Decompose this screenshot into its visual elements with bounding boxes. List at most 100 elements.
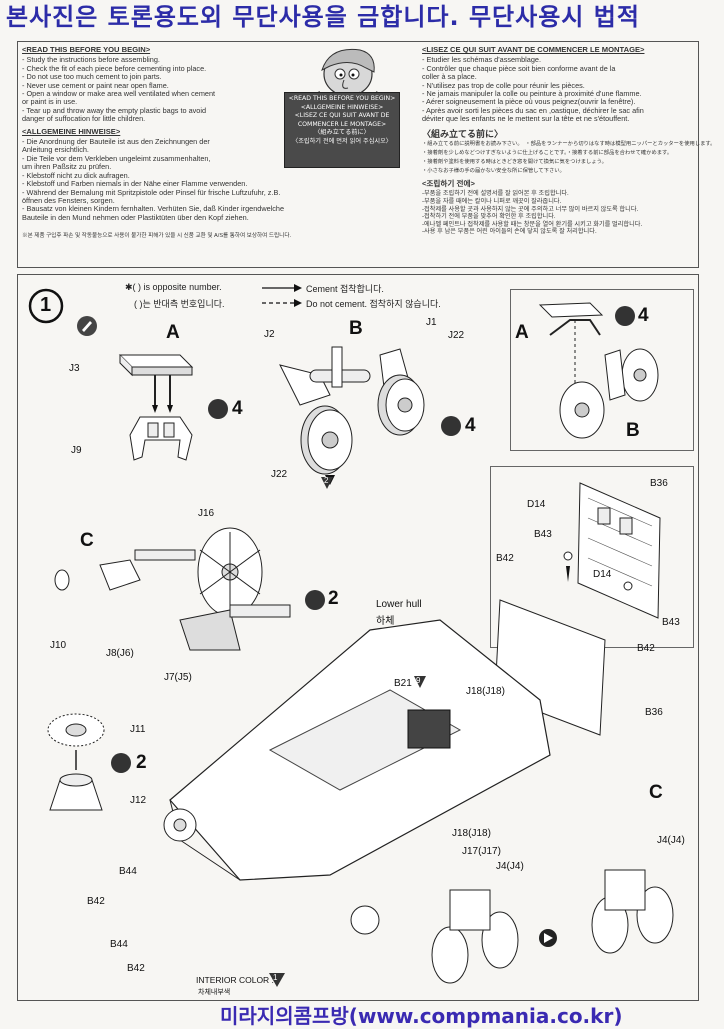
group-label-b-inset: B <box>626 420 640 441</box>
legend-opposite-number-ko: ( )는 반대측 번호입니다. <box>134 299 225 309</box>
step-number: 1 <box>40 294 52 316</box>
signbox-line: <READ THIS BEFORE YOU BEGIN> <box>288 95 396 102</box>
part-label-j11: J11 <box>130 724 146 735</box>
quantity-b: 4 <box>465 415 476 436</box>
part-label-b42-lower: B42 <box>127 963 145 974</box>
cement-icon <box>77 316 97 336</box>
part-label-j3: J3 <box>69 363 80 374</box>
l1-line: - Do not use too much cement to join par… <box>22 72 162 82</box>
signbox-line: <LISEZ CE QUI SUIT AVANT DE <box>294 112 390 120</box>
part-label-b42-right: B42 <box>637 643 655 654</box>
group-label-b: B <box>349 318 363 339</box>
part-label-j2: J2 <box>264 329 275 340</box>
interior-color-label-ko: 차체내부색 <box>198 989 231 996</box>
interior-color-label: INTERIOR COLOR : <box>196 975 274 985</box>
group-label-a: A <box>166 322 180 343</box>
quantity-a: 4 <box>232 398 243 419</box>
instructions-left-column: <READ THIS BEFORE YOU BEGIN> - Study the… <box>22 44 292 241</box>
part-a-drawing <box>118 354 194 461</box>
l2-line: um ihren Paßsitz zu prüfen. <box>22 162 112 172</box>
footer-watermark: 미라지의콤프방(www.compmania.co.kr) <box>220 1004 623 1028</box>
lower-hull-drawing <box>163 599 606 935</box>
part-label-j16: J16 <box>198 508 215 519</box>
quantity-d: 4 <box>638 305 649 326</box>
cartoon-sign-board: <READ THIS BEFORE YOU BEGIN><ALLGEMEINE … <box>284 92 400 168</box>
lower-hull-label-ko: 하체 <box>376 616 395 627</box>
part-label-j18-lower: J18(J18) <box>452 828 491 839</box>
instructions-box <box>17 41 699 268</box>
lower-hull-label: Lower hull <box>376 599 422 610</box>
r2-line: ・組み立てる前に説明書をお読み下さい。 ・部品をランナーから切りはなす時は模型用… <box>422 141 716 148</box>
part-label-d14-right: D14 <box>593 569 612 580</box>
r2-line: ・接着剤や塗料を使用する時はときどき窓を開けて換気に気をつけましょう。 <box>422 159 607 166</box>
color-marker-2: 2 <box>324 476 329 485</box>
r3-line: -부품을 자를 때에는 칼이나 니퍼로 깨끗이 잘라줍니다. <box>422 198 562 206</box>
part-label-j8: J8(J6) <box>106 648 134 659</box>
signbox-line: <ALLGEMEINE HINWEISE> <box>300 103 384 111</box>
header-lisez: <LISEZ CE QUI SUIT AVANT DE COMMENCER LE… <box>422 45 645 54</box>
l2-line: - Während der Bemalung mit Spritzpistole… <box>22 187 281 197</box>
rear-panel-drawing <box>563 482 661 619</box>
header-allgemeine: <ALLGEMEINE HINWEISE> <box>22 126 121 136</box>
part-label-b42-left: B42 <box>496 553 514 564</box>
part-label-d14-left: D14 <box>527 499 546 510</box>
part-label-b36: B36 <box>645 707 663 718</box>
color-marker-1: 1 <box>273 973 278 982</box>
quantity-icon <box>111 753 131 773</box>
l1-line: - Study the instructions before assembli… <box>22 55 160 65</box>
part-c-drawing <box>54 527 291 651</box>
part-label-b44-upper: B44 <box>119 866 137 877</box>
group-label-c-hull: C <box>649 782 663 803</box>
r2-line: ・小さなお子様の手の届かない安全な所に保管して下さい。 <box>422 168 565 175</box>
part-label-j9: J9 <box>71 445 82 456</box>
r3-line: -에나멜 페인트나 접착제를 사용할 때는 창문을 열어 환기를 시키고 화기를… <box>422 220 643 228</box>
legend-arrows <box>262 284 302 307</box>
part-label-b44-lower: B44 <box>110 939 128 950</box>
part-label-j1: J1 <box>426 317 437 328</box>
r1-line: - Après avoir sorti les pièces du sac en… <box>422 105 644 115</box>
part-label-j10: J10 <box>50 640 67 651</box>
l1-line: danger of suffocation for little childre… <box>22 114 146 124</box>
header-read-before: <READ THIS BEFORE YOU BEGIN> <box>22 45 151 54</box>
r2-line: ・接着剤を少しめなどつけすぎないように仕上げることです。・接着する前に部品を合わ… <box>422 150 673 157</box>
l2-line: - Klebstoff und Farben niemals in der Nä… <box>22 179 248 189</box>
quantity-icon <box>305 590 325 610</box>
part-label-b43-right: B43 <box>662 617 680 628</box>
group-label-a-inset: A <box>515 322 529 343</box>
color-marker-9: 9 <box>416 676 421 685</box>
l2-line: - Klebstoff nicht zu dick aufragen. <box>22 170 130 180</box>
part-label-j4-right: J4(J4) <box>657 835 685 846</box>
part-label-b21: B21 <box>394 678 412 689</box>
part-label-j4-left: J4(J4) <box>496 861 524 872</box>
step-number-circle <box>28 288 64 324</box>
l1-line: - Check the fit of each piece before cem… <box>22 63 207 73</box>
bogie-wheels-drawing <box>431 869 674 984</box>
part-label-j22-upper: J22 <box>448 330 465 341</box>
r3-line: -접착제를 사용할 곳과 사용하지 않는 곳에 주의하고 너무 많이 바르지 않… <box>422 205 639 213</box>
r3-line: -부품을 조립하기 전에 설명서를 잘 읽어본 후 조립합니다. <box>422 190 569 198</box>
sprocket-drawing <box>47 713 105 811</box>
group-label-c: C <box>80 530 94 551</box>
signbox-line: COMMENCER LE MONTAGE> <box>297 120 387 128</box>
direction-arrow-icon <box>539 929 557 947</box>
part-label-j18-upper: J18(J18) <box>466 686 505 697</box>
l1-line: - Open a window or make area well ventil… <box>22 89 216 99</box>
color-marker-icon <box>269 973 285 987</box>
color-marker-icon <box>321 477 333 489</box>
r1-line: - Aérer soigneusement la pièce où vous p… <box>422 97 636 107</box>
header-korean: <조립하기 전에> <box>422 179 475 189</box>
korean-warranty-note: ※본 제품 구입후 파손 및 작동불능으로 사용이 불가한 피해가 있을 시 신… <box>22 233 292 240</box>
header-japanese: 〈組み立てる前に〉 <box>422 128 504 139</box>
assembly-step-box <box>17 274 699 1001</box>
legend-opposite-number: ✱( ) is opposite number. <box>125 282 222 292</box>
l1-line: - Tear up and throw away the empty plast… <box>22 105 207 115</box>
signbox-line: 〈組み立てる前に〉 <box>314 129 370 137</box>
l2-line: öffnen des Fensters, sorgen. <box>22 195 115 205</box>
r3-line: -사용 후 남은 부품은 어린 아이들의 손에 닿지 않도록 잘 처리합니다. <box>422 228 597 236</box>
r3-line: -접착하기 전에 부품을 맞추어 확인한 후 조립합니다. <box>422 213 556 221</box>
l2-line: - Bausatz von kleinen Kindern fernhalten… <box>22 204 285 214</box>
legend-no-cement: Do not cement. 접착하지 않습니다. <box>306 299 441 309</box>
inset-wheel-drawing <box>538 302 659 439</box>
part-b-drawing <box>279 346 425 485</box>
german-instructions: - Die Anordnung der Bauteile ist aus den… <box>22 137 287 222</box>
